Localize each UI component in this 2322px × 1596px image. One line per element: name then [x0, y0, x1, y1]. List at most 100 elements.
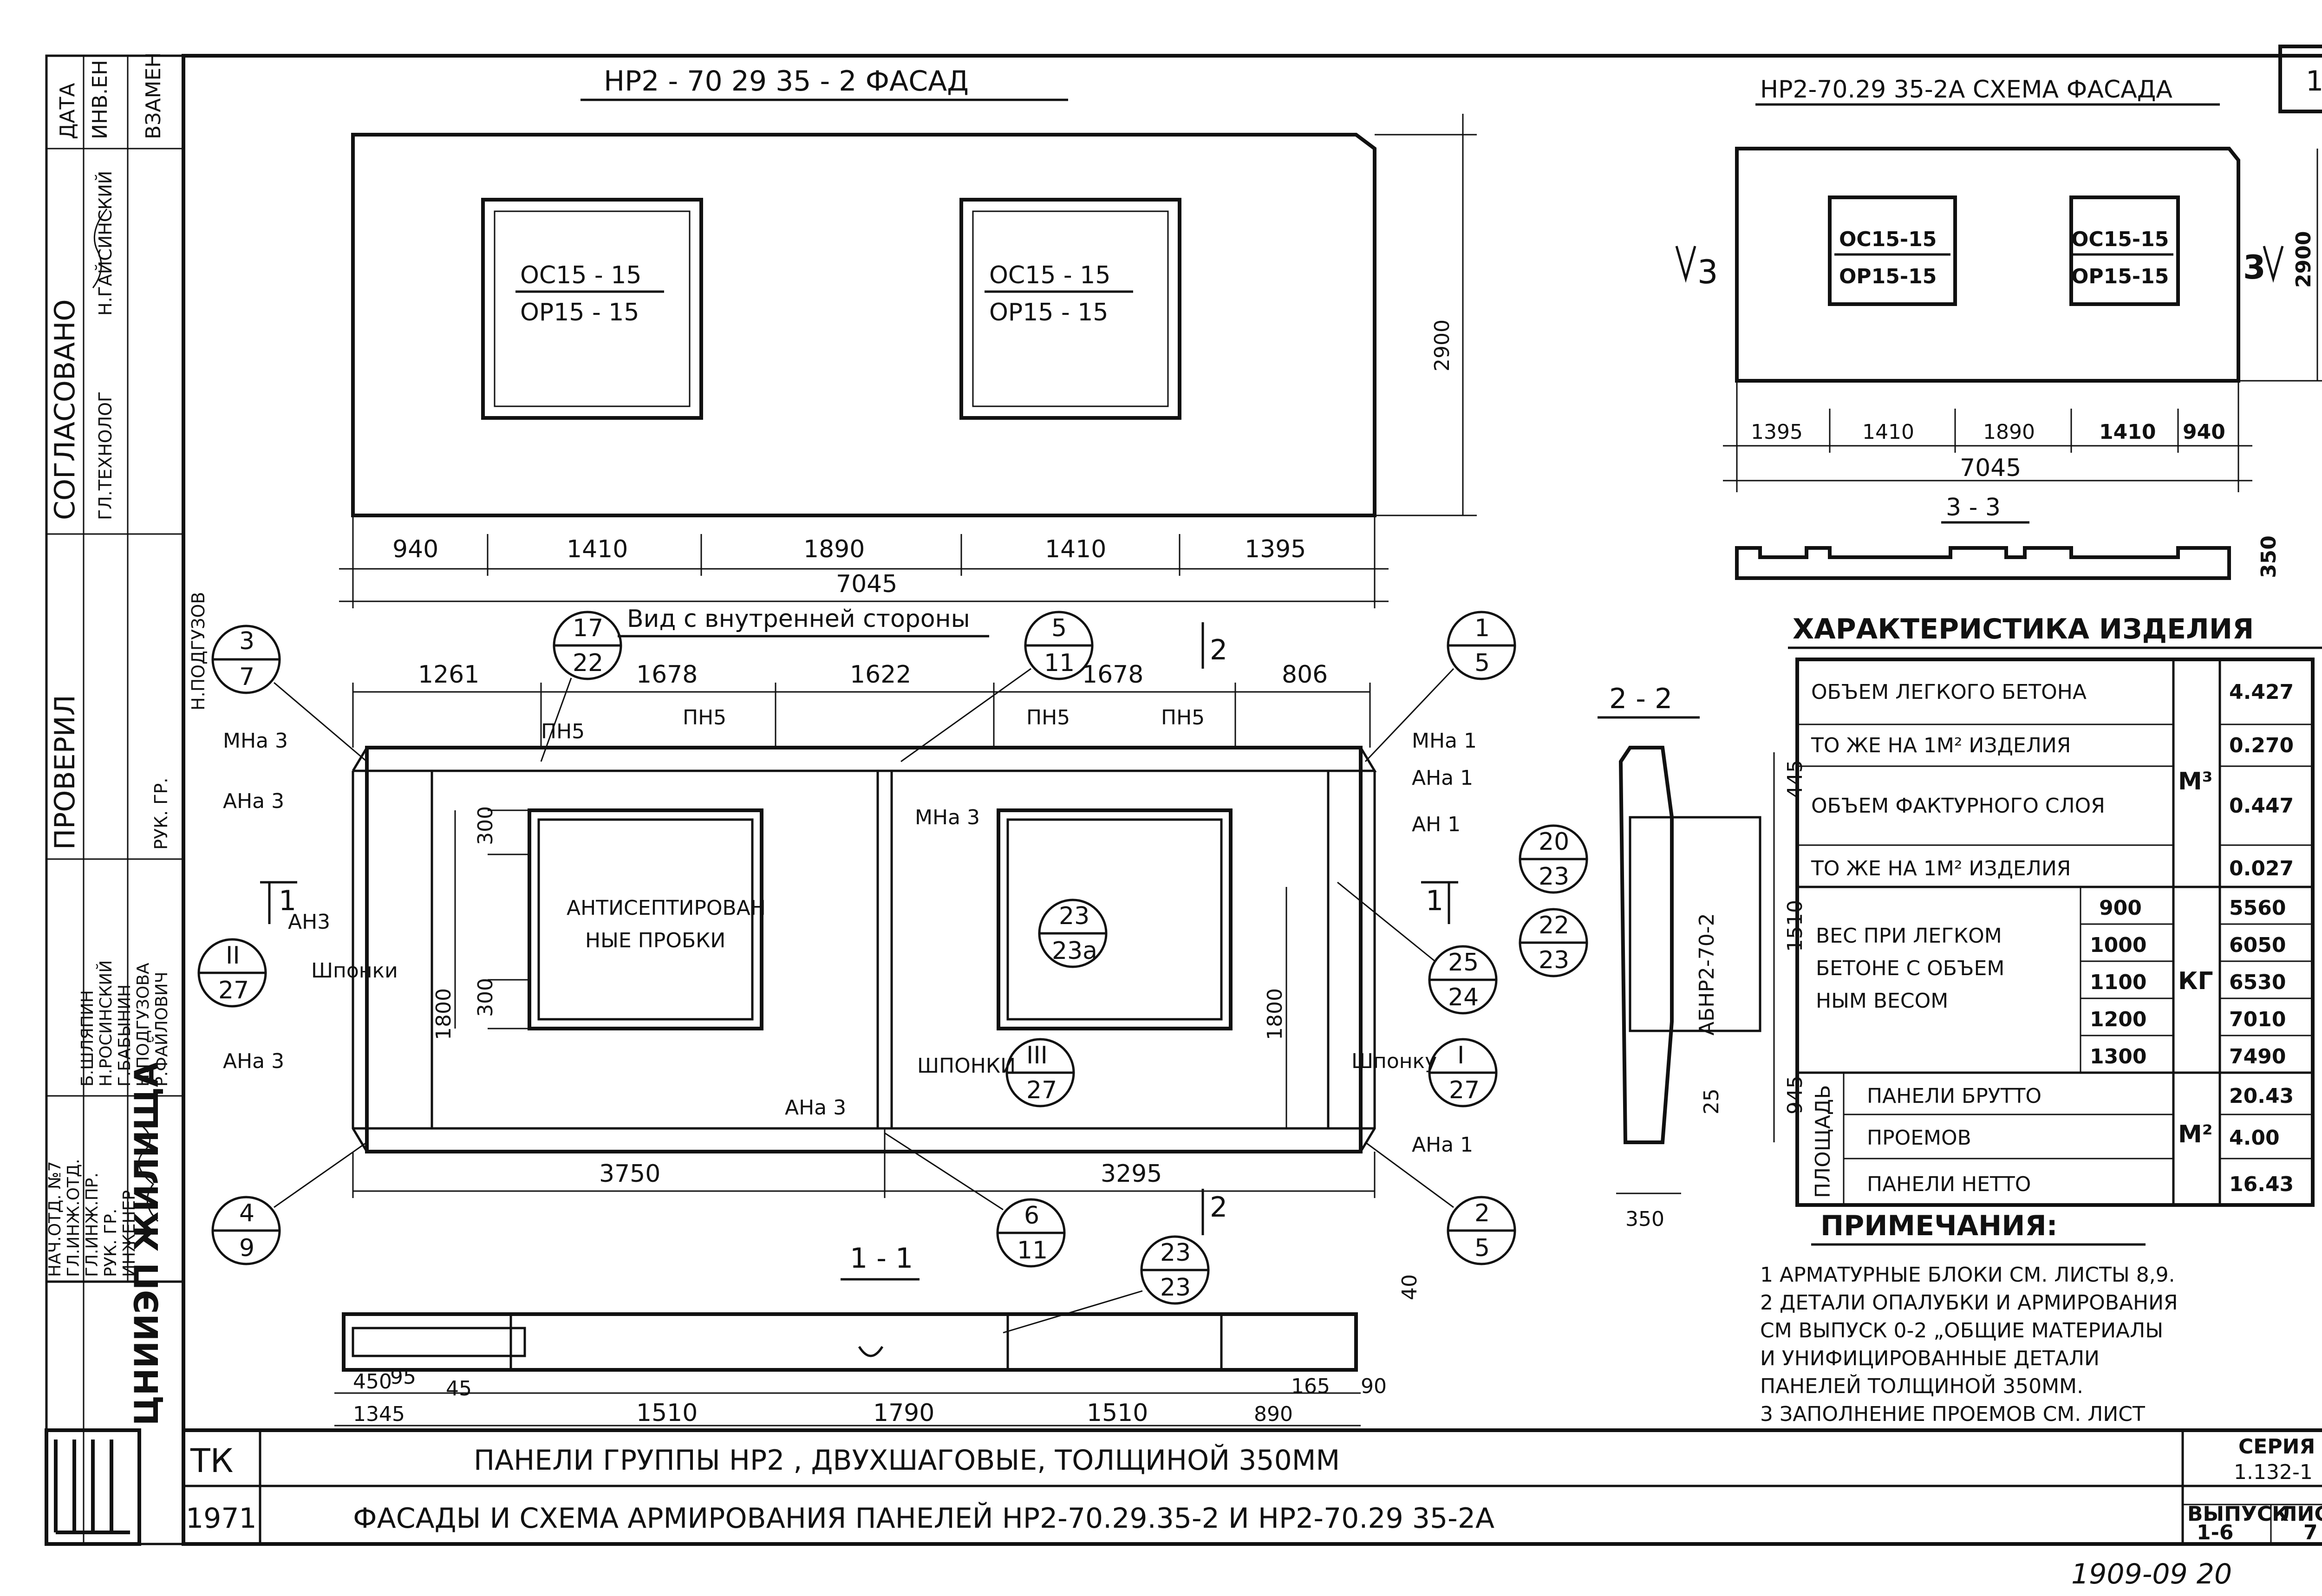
issue-value: 1-6 — [2197, 1521, 2234, 1544]
label-pn5-3: ПН5 — [1026, 706, 1070, 730]
svg-text:1300: 1300 — [2090, 1045, 2146, 1068]
svg-text:1345: 1345 — [353, 1402, 405, 1426]
svg-text:1 АРМАТУРНЫЕ БЛОКИ СМ. ЛИСТЫ: 1 АРМАТУРНЫЕ БЛОКИ СМ. ЛИСТЫ 8,9. — [1760, 1263, 2175, 1287]
scheme-title: НР2-70.29 35-2А СХЕМА ФАСАДА — [1760, 76, 2172, 104]
interior-bottom-dims: 3750 3295 — [352, 1128, 1376, 1198]
svg-text:1890: 1890 — [803, 535, 865, 563]
callout-17-22: 17 22 — [553, 611, 622, 680]
svg-text:Б.ШЛЯПИН: Б.ШЛЯПИН — [78, 990, 97, 1087]
title-block-line2: ФАСАДЫ И СХЕМА АРМИРОВАНИЯ ПАНЕЛЕЙ НР2-7… — [353, 1501, 1494, 1535]
svg-text:23: 23 — [1539, 863, 1569, 891]
facade-total-dim: 7045 — [836, 570, 897, 598]
svg-text:Н.РОСИНСКИЙ: Н.РОСИНСКИЙ — [96, 960, 116, 1087]
svg-text:890: 890 — [1254, 1402, 1293, 1426]
svg-text:НАЧ.ОТД. №7: НАЧ.ОТД. №7 — [46, 1161, 65, 1277]
facade-panel — [351, 133, 1376, 517]
svg-text:ПАНЕЛИ НЕТТО: ПАНЕЛИ НЕТТО — [1867, 1173, 2031, 1196]
interior-panel — [352, 746, 1377, 1153]
interior-dims-vertical: 300 300 1800 1800 — [432, 806, 1287, 1128]
svg-text:16.43: 16.43 — [2229, 1173, 2294, 1196]
svg-text:25: 25 — [1448, 949, 1479, 977]
scheme-cut-marker-left: 3 — [1675, 246, 1718, 291]
side-stamp: ДАТА ИНВ.ЕН ВЗАМЕН СОГЛАСОВАНО ГЛ.ТЕХНОЛ… — [45, 52, 209, 1545]
svg-text:11: 11 — [1044, 649, 1075, 677]
section-2-2-profile: АБНР2-70-2 445 1510 945 25 350 — [1616, 746, 1807, 1231]
label-pn5-2: ПН5 — [683, 706, 726, 730]
svg-text:22: 22 — [573, 649, 603, 677]
svg-text:1: 1 — [279, 885, 296, 917]
section-1-1-dims: 450 95 45 1345 1510 1790 1510 890 165 90… — [334, 1274, 1422, 1427]
callout-3-7: 3 7 — [211, 625, 281, 694]
side-stamp-name-gaisinsky: Н.ГАЙСИНСКИЙ — [95, 171, 116, 316]
side-stamp-role-technologist: ГЛ.ТЕХНОЛОГ — [95, 391, 116, 520]
svg-text:22: 22 — [1539, 912, 1569, 939]
callout-I-27: I 27 — [1428, 1038, 1498, 1107]
callout-22-23: 22 23 — [1519, 908, 1588, 977]
cut-marker-2-top: 2 — [1201, 622, 1227, 669]
svg-text:5: 5 — [1474, 1234, 1490, 1262]
scheme-dim-chain: 1395 1410 1890 1410 940 7045 — [1723, 381, 2252, 492]
svg-text:2: 2 — [1210, 1191, 1227, 1224]
svg-text:9: 9 — [239, 1234, 254, 1262]
callout-6-11: 6 11 — [996, 1198, 1066, 1268]
svg-text:II: II — [226, 942, 240, 970]
label-pn5-4: ПН5 — [1161, 706, 1205, 730]
svg-text:24: 24 — [1448, 984, 1479, 1011]
side-stamp-agreed: СОГЛАСОВАНО — [49, 299, 81, 520]
characteristics-title: ХАРАКТЕРИСТИКА ИЗДЕЛИЯ — [1793, 613, 2254, 645]
scheme-cut-marker-right: 3 — [2243, 246, 2284, 287]
callout-4-9: 4 9 — [211, 1196, 281, 1265]
scheme-window-1 — [1828, 195, 1957, 306]
label-shponki-mid: ШПОНКИ — [917, 1054, 1016, 1078]
side-stamp-replace: ВЗАМЕН — [142, 52, 165, 139]
side-stamp-positions: НАЧ.ОТД. №7 ГЛ.ИНЖ.ОТД. ГЛ.ИНЖ.ПР. РУК. … — [46, 1159, 139, 1277]
svg-text:20.43: 20.43 — [2229, 1084, 2294, 1108]
svg-text:27: 27 — [1026, 1076, 1057, 1104]
cut-marker-1-right: 1 — [1421, 881, 1458, 924]
sheet-number-box — [2278, 45, 2322, 113]
interior-labels: ПН5 ПН5 ПН5 ПН5 МНа 3 АНа 3 АН3 Шпонки А… — [223, 706, 1477, 1157]
svg-text:СМ ВЫПУСК 0-2 „ОБЩИЕ МАТЕРИАЛЫ: СМ ВЫПУСК 0-2 „ОБЩИЕ МАТЕРИАЛЫ — [1760, 1319, 2163, 1342]
svg-text:7010: 7010 — [2229, 1008, 2286, 1031]
scheme-window-2-label-bottom: ОР15-15 — [2071, 265, 2169, 288]
svg-text:4.00: 4.00 — [2229, 1126, 2280, 1150]
org-logo-name: ЦНИИЭП ЖИЛИЩА — [128, 1062, 166, 1426]
svg-text:И УНИФИЦИРОВАННЫЕ ДЕТАЛИ: И УНИФИЦИРОВАННЫЕ ДЕТАЛИ — [1760, 1347, 2100, 1370]
svg-text:1395: 1395 — [1245, 535, 1306, 563]
svg-text:5560: 5560 — [2229, 896, 2286, 920]
scheme-height-dim: 2900 — [2292, 231, 2315, 288]
callout-23-23: 23 23 — [1140, 1235, 1210, 1305]
char-row-1-value: 4.427 — [2229, 680, 2294, 704]
sheet-number: 19 — [2306, 65, 2322, 98]
svg-text:2: 2 — [1210, 634, 1227, 666]
svg-text:20: 20 — [1539, 828, 1569, 856]
side-stamp-date: ДАТА — [56, 83, 79, 139]
svg-text:940: 940 — [2183, 420, 2225, 444]
svg-text:5: 5 — [1051, 614, 1067, 642]
label-ana3-left-top: АНа 3 — [223, 789, 284, 813]
facade-height-dim: 2900 — [1430, 319, 1454, 371]
label-mna3-mid: МНа 3 — [915, 806, 980, 829]
facade-dim-chain: 940 1410 1890 1410 1395 7045 — [339, 515, 1389, 608]
char-row-3-label: ОБЪЕМ ФАКТУРНОГО СЛОЯ — [1811, 794, 2105, 818]
svg-text:Н.ПОДГУЗОВА: Н.ПОДГУЗОВА — [134, 963, 153, 1087]
section-3-3-title: 3 - 3 — [1946, 494, 2001, 521]
label-ana3-mid: АНа 3 — [785, 1096, 846, 1120]
svg-text:23: 23 — [1059, 902, 1089, 930]
svg-text:1510: 1510 — [1087, 1399, 1148, 1427]
svg-text:1510: 1510 — [1783, 900, 1807, 952]
svg-text:ИНЖЕНЕР: ИНЖЕНЕР — [120, 1190, 139, 1277]
svg-text:2 ДЕТАЛИ ОПАЛУБКИ И АРМИРОВАН: 2 ДЕТАЛИ ОПАЛУБКИ И АРМИРОВАНИЯ — [1760, 1291, 2178, 1315]
svg-text:7490: 7490 — [2229, 1045, 2286, 1068]
svg-text:940: 940 — [392, 535, 438, 563]
svg-text:1100: 1100 — [2090, 971, 2146, 994]
side-stamp-names: Б.ШЛЯПИН Н.РОСИНСКИЙ Г.БАБЫНИН Н.ПОДГУЗО… — [78, 960, 171, 1087]
callout-25-24: 25 24 — [1428, 945, 1498, 1015]
side-stamp-role-group: РУК. ГР. — [151, 778, 171, 850]
interior-window-1 — [488, 808, 763, 1030]
svg-text:6530: 6530 — [2229, 971, 2286, 994]
title-block-year: 1971 — [186, 1502, 257, 1535]
svg-text:ПАНЕЛИ БРУТТО: ПАНЕЛИ БРУТТО — [1867, 1084, 2042, 1108]
char-row-4-value: 0.027 — [2229, 857, 2294, 880]
scheme-window-1-label-bottom: ОР15-15 — [1839, 265, 1937, 288]
